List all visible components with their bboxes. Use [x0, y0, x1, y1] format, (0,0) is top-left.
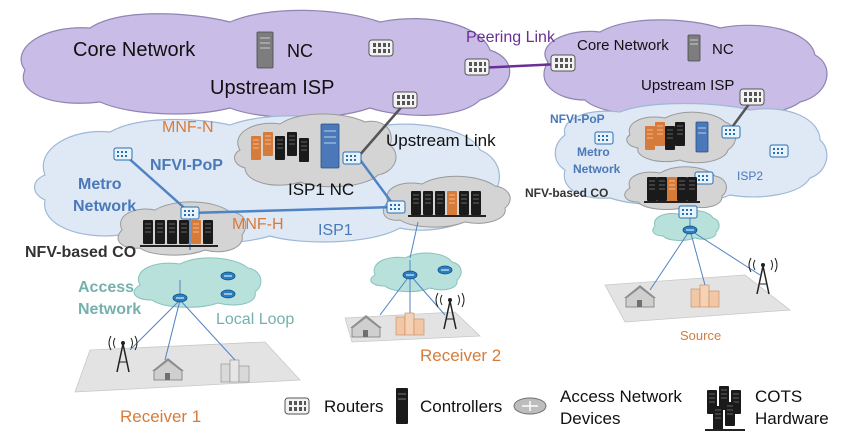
upstream-isp-label-left: Upstream ISP — [210, 77, 335, 99]
core-nc-server-right — [687, 34, 701, 62]
metro-router-1 — [113, 147, 133, 161]
nfv-co-label-right: NFV-based CO — [525, 186, 609, 200]
metro-network-label-left-1: Metro — [78, 176, 122, 193]
mnf-h-label: MNF-H — [232, 216, 284, 233]
core-network-label-left: Core Network — [73, 39, 196, 61]
mnf-n-label: MNF-N — [162, 119, 214, 136]
legend-cots-label-1: COTS — [755, 387, 803, 406]
legend-access-devices-label-1: Access Network — [560, 387, 682, 406]
local-loop-label: Local Loop — [216, 311, 295, 328]
legend-access-devices-label-2: Devices — [560, 409, 621, 428]
source-label: Source — [680, 328, 722, 343]
core-router-1 — [368, 39, 394, 57]
nfv-co-servers-right — [644, 176, 700, 203]
isp2-nc-controller — [695, 121, 709, 153]
peering-link-label: Peering Link — [466, 29, 555, 46]
upstream-link-line — [357, 102, 406, 158]
peering-link-line — [476, 62, 561, 70]
core-network-label-right: Core Network — [577, 37, 669, 54]
metro-network-label-right-1: Metro — [577, 145, 610, 159]
isp1-label: ISP1 — [318, 222, 353, 239]
legend-cots-label-2: Hardware — [755, 409, 829, 428]
legend-access-device-icon — [513, 397, 547, 415]
access-device-r1 — [682, 225, 698, 235]
metro-router-r2 — [721, 125, 741, 139]
peering-router-left — [464, 58, 490, 76]
metro-router-r3 — [769, 144, 789, 158]
isp1-nc-label: ISP1 NC — [288, 180, 355, 199]
nc-label-left: NC — [287, 41, 313, 61]
nfvi-pop-servers-right — [644, 121, 686, 151]
legend-cots-icon — [705, 385, 745, 431]
nfvi-pop-cloud-left — [234, 113, 397, 188]
isp1-nc-controller — [320, 123, 340, 169]
metro-network-label-left-2: Network — [73, 198, 137, 215]
access-network-cloud-right — [652, 210, 720, 241]
legend-routers-label: Routers — [324, 397, 384, 416]
metro-network-label-right-2: Network — [573, 162, 621, 176]
metro-link-1 — [124, 154, 191, 214]
nfv-co-servers-mid — [408, 190, 486, 217]
core-nc-server-left — [256, 31, 274, 69]
receiver-2-label: Receiver 2 — [420, 346, 502, 365]
metro-router-4 — [386, 200, 406, 214]
metro-router-r5 — [678, 205, 698, 219]
access-network-cloud-mid — [370, 252, 462, 293]
receiver-1-label: Receiver 1 — [120, 407, 202, 426]
access-device-m1 — [402, 270, 418, 280]
legend-router-icon — [284, 397, 310, 415]
receiver1-ground — [74, 341, 301, 393]
access-device-l3 — [172, 293, 188, 303]
nc-label-right: NC — [712, 41, 734, 58]
access-links — [129, 210, 761, 361]
access-device-l1 — [220, 271, 236, 281]
metro-router-3 — [342, 151, 362, 165]
core-router-edge-left — [392, 91, 418, 109]
access-network-cloud-left — [133, 257, 262, 308]
legend-controllers-label: Controllers — [420, 397, 503, 416]
nfv-co-servers-left — [140, 219, 218, 247]
core-network-cloud-right — [543, 19, 828, 116]
metro-router-r4 — [694, 171, 714, 185]
metro-router-r1 — [594, 131, 614, 145]
legend-controller-icon — [396, 388, 408, 424]
nfvi-pop-label-left: NFVI-PoP — [150, 157, 223, 174]
access-network-label-2: Network — [78, 301, 142, 318]
metro-router-2 — [180, 206, 200, 220]
upstream-link-label: Upstream Link — [386, 131, 496, 150]
access-device-m2 — [437, 265, 453, 275]
metro-link-3 — [356, 156, 397, 208]
core-router-edge-right — [739, 88, 765, 106]
access-network-label-1: Access — [78, 279, 135, 296]
nfv-co-label-left: NFV-based CO — [25, 244, 137, 261]
nfvi-pop-label-right: NFVI-PoP — [550, 112, 605, 126]
isp2-label: ISP2 — [737, 169, 764, 183]
metro-link-2 — [189, 205, 396, 215]
access-device-l2 — [220, 289, 236, 299]
peering-router-right — [550, 54, 576, 72]
upstream-isp-label-right: Upstream ISP — [641, 77, 735, 94]
